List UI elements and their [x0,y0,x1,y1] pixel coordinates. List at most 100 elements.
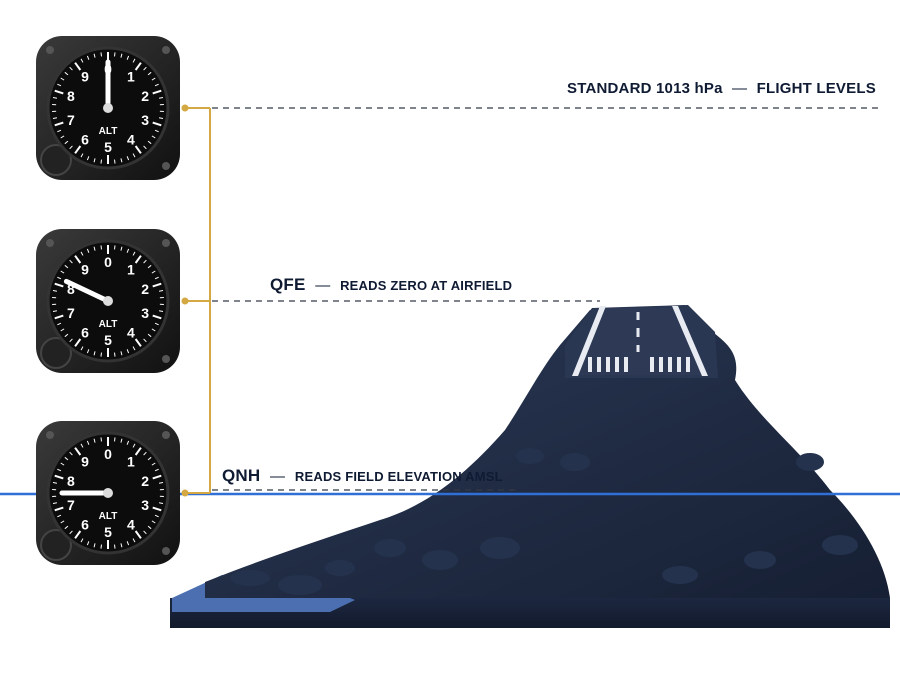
adjustment-knob [40,337,72,369]
dial-tick [114,159,116,164]
dial-tick [60,135,65,139]
dial-tick [154,129,159,133]
dial-tick [126,440,130,445]
dial-tick [147,71,152,76]
dial-tick [147,140,152,145]
label-qfe-rest: READS ZERO AT AIRFIELD [340,278,513,293]
dial-number: 9 [81,261,89,277]
dial-tick [52,290,58,292]
dial-tick [93,543,96,548]
dial-tick [93,158,96,163]
dial-tick [151,520,156,524]
dial-tick [143,338,147,343]
dial-tick [54,474,64,480]
dial-tick [100,544,102,549]
hand-hub [103,488,113,498]
dial-tick [134,338,142,347]
dial-tick [132,251,136,256]
dial-tick [86,248,90,253]
dial-tick [100,437,102,442]
dial-number: 7 [67,112,75,128]
dial-number: 8 [67,281,75,297]
dial-tick [80,251,84,256]
dial-tick [60,520,65,524]
terrain-model [170,305,890,628]
screw-icon [162,547,170,555]
dial-tick [132,443,136,448]
dial-tick [120,158,123,163]
dial-tick [69,338,73,343]
dial-tick [152,282,162,288]
dial-tick [114,52,116,57]
dial-tick [74,447,82,456]
label-qfe: QFE — READS ZERO AT AIRFIELD [270,275,512,295]
dial-tick [52,502,58,504]
dial-number: 3 [141,497,149,513]
dial-tick [154,83,159,87]
dial-number: 2 [141,88,149,104]
dial-number: 4 [127,325,135,341]
dial-tick [64,140,69,145]
dial-tick [57,322,62,326]
dial-number: 8 [67,473,75,489]
dial-tick [158,117,164,119]
dial-number: 8 [67,88,75,104]
screw-icon [46,239,54,247]
dial-tick [120,53,123,58]
dial-tick [158,482,164,484]
dial-number: 5 [104,139,112,155]
dial-tick [80,58,84,63]
dial-tick [132,58,136,63]
dial-number: 2 [141,281,149,297]
screw-icon [162,239,170,247]
dial-tick [158,97,164,99]
dial-tick [114,245,116,250]
dial-tick [152,506,162,512]
dial-number: 4 [127,132,135,148]
runway-threshold [588,357,690,372]
dial-tick [114,437,116,442]
connector-dot-standard [181,104,189,112]
dial-tick [80,346,84,351]
dial-tick [60,270,65,274]
dial-tick [147,525,152,530]
dial-tick [80,153,84,158]
reference-lines [212,107,878,491]
dial-tick [69,66,73,71]
dial-tick [132,538,136,543]
dial-tick [154,322,159,326]
adjustment-knob [40,144,72,176]
dial-tick [69,451,73,456]
dial-tick [134,255,142,264]
dial-tick [52,117,58,119]
dial-label: ALT [99,319,118,330]
dial-number: 5 [104,524,112,540]
dial-tick [158,502,164,504]
dial-tick [74,255,82,264]
dial-tick [69,530,73,535]
dial-number: 9 [81,453,89,469]
dial-tick [134,447,142,456]
dial-tick [64,71,69,76]
dial-tick [126,248,130,253]
screw-icon [46,431,54,439]
label-qnh: QNH — READS FIELD ELEVATION AMSL [222,466,503,486]
dial-number: 6 [81,517,89,533]
screw-icon [162,162,170,170]
dial-number: 3 [141,305,149,321]
dial-tick [152,474,162,480]
dial-number: 1 [127,261,135,277]
dial-tick [54,282,64,288]
connector [181,104,211,497]
dial-tick [64,456,69,461]
dial-tick [126,541,130,546]
dial-tick [100,52,102,57]
hand-hub [103,103,113,113]
shrubs [230,448,858,595]
dial-tick [57,276,62,280]
dial-number: 7 [67,497,75,513]
dial-tick [147,264,152,269]
dial-number: 9 [81,68,89,84]
terrain-base [170,598,890,628]
